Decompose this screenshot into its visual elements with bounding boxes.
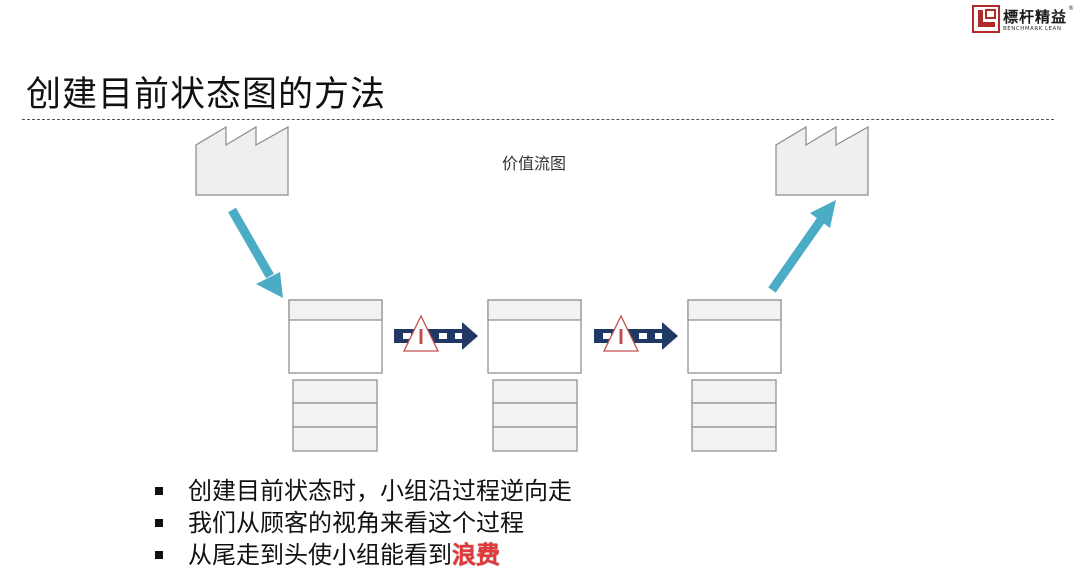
data-box xyxy=(492,379,578,452)
page-title: 创建目前状态图的方法 xyxy=(26,75,387,115)
brand-tagline: BENCHMARK LEAN xyxy=(1003,26,1062,32)
process-box xyxy=(687,299,782,374)
process-box xyxy=(487,299,582,374)
data-box xyxy=(691,379,777,452)
data-box xyxy=(292,379,378,452)
bullet-text: 从尾走到头使小组能看到 xyxy=(188,541,452,569)
registered-mark: ® xyxy=(1068,5,1074,12)
push-arrow-inventory-icon xyxy=(593,315,679,352)
customer-arrow-icon xyxy=(768,200,836,293)
brand-logo: 標杆精益 BENCHMARK LEAN ® xyxy=(972,5,1076,35)
list-item: 我们从顾客的视角来看这个过程 xyxy=(150,507,572,539)
bullet-square-icon xyxy=(155,519,163,527)
bullet-text: 我们从顾客的视角来看这个过程 xyxy=(188,509,524,537)
bullet-square-icon xyxy=(155,551,163,559)
push-arrow-inventory-icon xyxy=(393,315,479,352)
title-divider xyxy=(22,119,1054,120)
supplier-factory-icon xyxy=(195,126,289,196)
list-item: 创建目前状态时，小组沿过程逆向走 xyxy=(150,475,572,507)
brand-logo-icon xyxy=(972,5,1000,33)
list-item: 从尾走到头使小组能看到浪费 xyxy=(150,539,572,571)
bullet-square-icon xyxy=(155,487,163,495)
brand-name: 標杆精益 xyxy=(1003,8,1068,26)
customer-factory-icon xyxy=(775,126,869,196)
process-box xyxy=(288,299,383,374)
bullet-text: 创建目前状态时，小组沿过程逆向走 xyxy=(188,477,572,505)
supplier-arrow-icon xyxy=(228,207,283,298)
highlight-waste: 浪费 xyxy=(452,541,500,569)
value-stream-diagram: 价值流图 xyxy=(195,126,869,452)
diagram-label: 价值流图 xyxy=(502,154,566,173)
bullet-list: 创建目前状态时，小组沿过程逆向走 我们从顾客的视角来看这个过程 从尾走到头使小组… xyxy=(150,475,572,571)
